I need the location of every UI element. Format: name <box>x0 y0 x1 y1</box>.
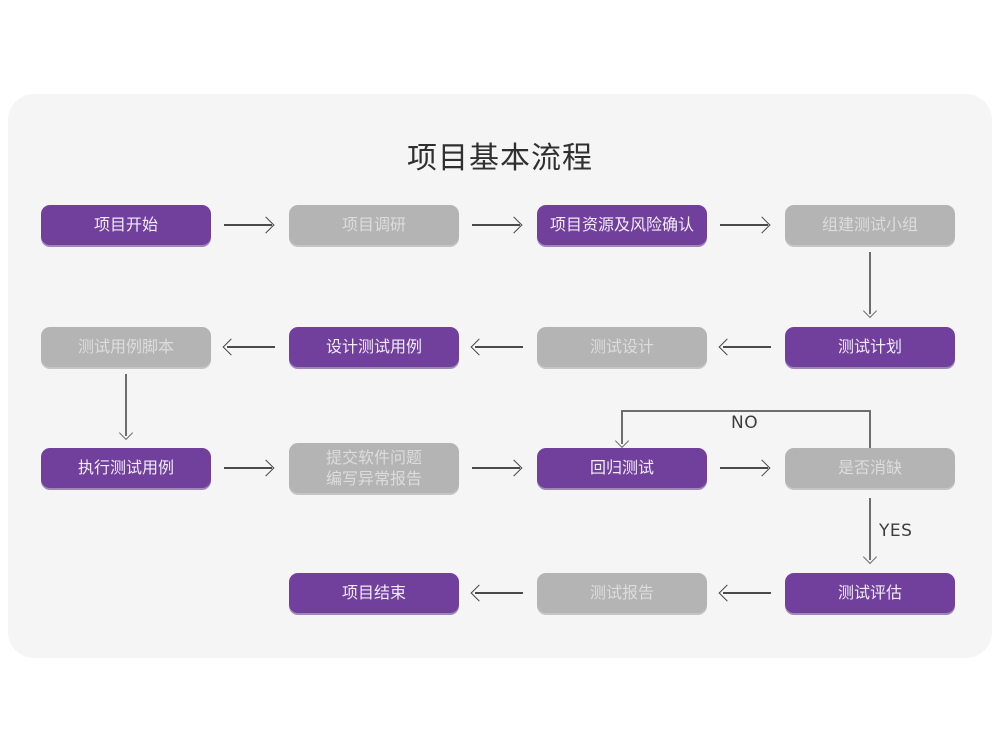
arrow-line-r1-2 <box>472 224 520 226</box>
node-label: 测试设计 <box>589 337 654 357</box>
node-project-start[interactable]: 项目开始 <box>41 205 211 245</box>
node-label: 项目结束 <box>341 583 406 603</box>
page-title: 项目基本流程 <box>407 141 593 176</box>
node-label: 回归测试 <box>589 458 654 478</box>
arrow-line-r3-3 <box>720 467 768 469</box>
node-label: 测试评估 <box>837 583 902 603</box>
node-defects-cleared[interactable]: 是否消缺 <box>785 448 955 488</box>
arrow-line-r4-2 <box>723 592 771 594</box>
arrow-line-r1-1 <box>224 224 272 226</box>
node-project-end[interactable]: 项目结束 <box>289 573 459 613</box>
node-design-test-cases[interactable]: 设计测试用例 <box>289 327 459 367</box>
arrow-line-r2-1 <box>227 346 275 348</box>
arrow-line-r4-1 <box>475 592 523 594</box>
arrow-line-r2-2 <box>475 346 523 348</box>
node-label: 测试计划 <box>837 337 902 357</box>
arrow-line-r2-3 <box>723 346 771 348</box>
node-execute-test-cases[interactable]: 执行测试用例 <box>41 448 211 488</box>
edge-label-yes: YES <box>879 521 913 541</box>
node-label-line2: 编写异常报告 <box>325 469 422 488</box>
arrow-line-r1-3 <box>720 224 768 226</box>
node-label: 执行测试用例 <box>77 458 174 478</box>
node-label: 组建测试小组 <box>821 215 918 235</box>
node-test-case-script[interactable]: 测试用例脚本 <box>41 327 211 367</box>
node-resource-risk-confirm[interactable]: 项目资源及风险确认 <box>537 205 707 245</box>
node-label: 测试用例脚本 <box>77 337 174 357</box>
arrow-line-script-to-execute <box>125 374 127 436</box>
node-test-plan[interactable]: 测试计划 <box>785 327 955 367</box>
arrow-line-team-to-plan <box>869 252 871 314</box>
no-loop-left-dropper <box>621 410 623 444</box>
node-label: 项目开始 <box>93 215 158 235</box>
node-submit-defects[interactable]: 提交软件问题 编写异常报告 <box>289 443 459 493</box>
no-loop-top <box>621 410 871 412</box>
node-label: 项目资源及风险确认 <box>549 215 694 235</box>
node-label: 设计测试用例 <box>325 337 422 357</box>
node-project-research[interactable]: 项目调研 <box>289 205 459 245</box>
yes-line <box>869 498 871 560</box>
node-label: 测试报告 <box>589 583 654 603</box>
node-form-test-team[interactable]: 组建测试小组 <box>785 205 955 245</box>
edge-label-no: NO <box>731 413 759 433</box>
flowchart-card <box>8 94 992 658</box>
node-label: 是否消缺 <box>837 458 902 478</box>
arrow-line-r3-1 <box>224 467 272 469</box>
node-test-report[interactable]: 测试报告 <box>537 573 707 613</box>
node-test-design[interactable]: 测试设计 <box>537 327 707 367</box>
node-test-evaluation[interactable]: 测试评估 <box>785 573 955 613</box>
no-loop-right-riser <box>869 410 871 448</box>
arrow-line-r3-2 <box>472 467 520 469</box>
node-label-line1: 提交软件问题 <box>325 447 422 467</box>
node-label: 项目调研 <box>341 215 406 235</box>
node-regression-test[interactable]: 回归测试 <box>537 448 707 488</box>
